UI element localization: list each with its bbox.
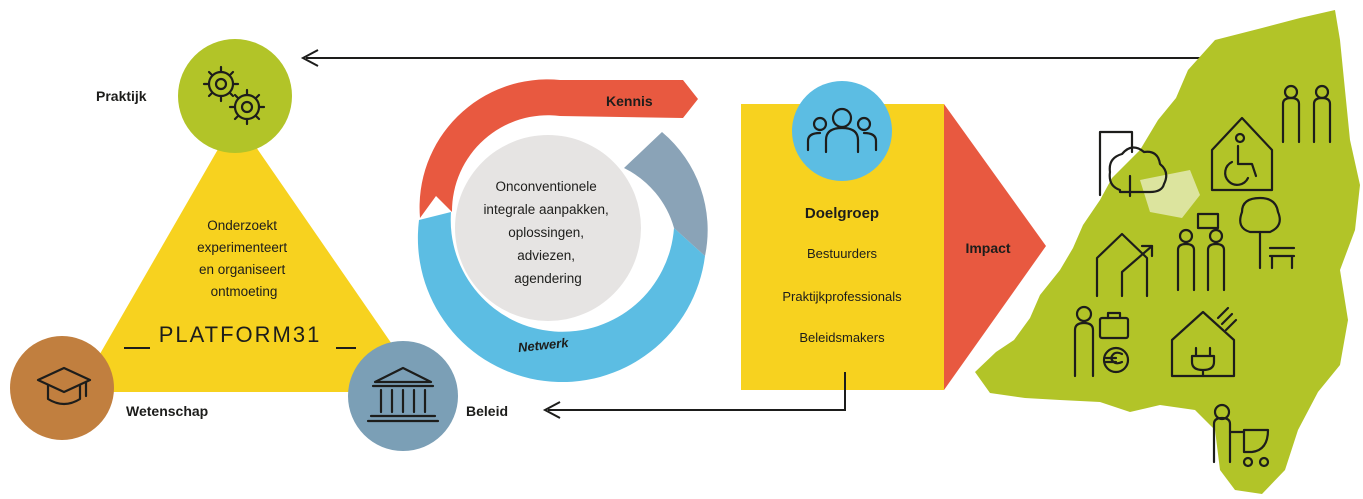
impact-label: Impact — [965, 240, 1010, 256]
triangle-text: Onderzoekt experimenteert en organiseert… — [197, 218, 291, 299]
person-briefcase-euro-icon — [1073, 305, 1130, 378]
target-circle — [792, 81, 892, 181]
gears-icon — [202, 65, 266, 126]
node-praktijk: Praktijk — [96, 39, 292, 153]
group-people-icon — [806, 107, 878, 154]
house-plug-icon — [1170, 306, 1238, 378]
house-arrow-icon — [1095, 232, 1154, 298]
cycle-center — [455, 135, 641, 321]
target-item-bestuurders: Bestuurders — [807, 246, 878, 261]
beleid-label: Beleid — [466, 403, 508, 419]
netherlands-map — [975, 10, 1360, 494]
praktijk-label: Praktijk — [96, 88, 147, 104]
target-item-praktijkprofessionals: Praktijkprofessionals — [782, 289, 902, 304]
wetenschap-label: Wetenschap — [126, 403, 208, 419]
government-building-icon — [366, 366, 440, 423]
feedback-arrow-top — [300, 49, 1213, 112]
target-title: Doelgroep — [805, 205, 879, 222]
cycle-center-text: Onconventionele integrale aanpakken, opl… — [483, 179, 612, 286]
platform31-logo: PLATFORM31 — [124, 322, 356, 349]
wetenschap-circle — [10, 336, 114, 440]
target-item-beleidsmakers: Beleidsmakers — [799, 330, 885, 345]
node-beleid: Beleid — [348, 341, 508, 451]
netwerk-label: Netwerk — [517, 335, 570, 355]
feedback-arrow-bottom — [542, 372, 846, 419]
platform31-triangle: Onderzoekt experimenteert en organiseert… — [78, 118, 425, 392]
kennis-label: Kennis — [606, 93, 653, 109]
couple-icon — [1281, 84, 1332, 144]
knowledge-network-cycle: Onconventionele integrale aanpakken, opl… — [417, 79, 708, 383]
impact-arrow — [944, 104, 1046, 390]
netwerk-ring — [417, 212, 705, 383]
node-wetenschap: Wetenschap — [10, 336, 208, 440]
triangle-shape — [78, 118, 425, 392]
family-icon — [1176, 212, 1226, 292]
platform31-logo-text: PLATFORM31 — [159, 322, 322, 347]
target-group: Doelgroep Bestuurders Praktijkprofession… — [741, 81, 1046, 390]
tree-bench-icon — [1239, 196, 1296, 270]
grey-ring — [624, 132, 708, 256]
graduation-cap-icon — [36, 366, 92, 406]
parent-stroller-icon — [1212, 403, 1270, 468]
tree-house-icon — [1098, 130, 1168, 198]
kennis-arrow — [419, 79, 698, 218]
map-lake — [1140, 170, 1200, 218]
map-shape — [975, 10, 1360, 494]
house-wheelchair-icon — [1210, 116, 1274, 192]
